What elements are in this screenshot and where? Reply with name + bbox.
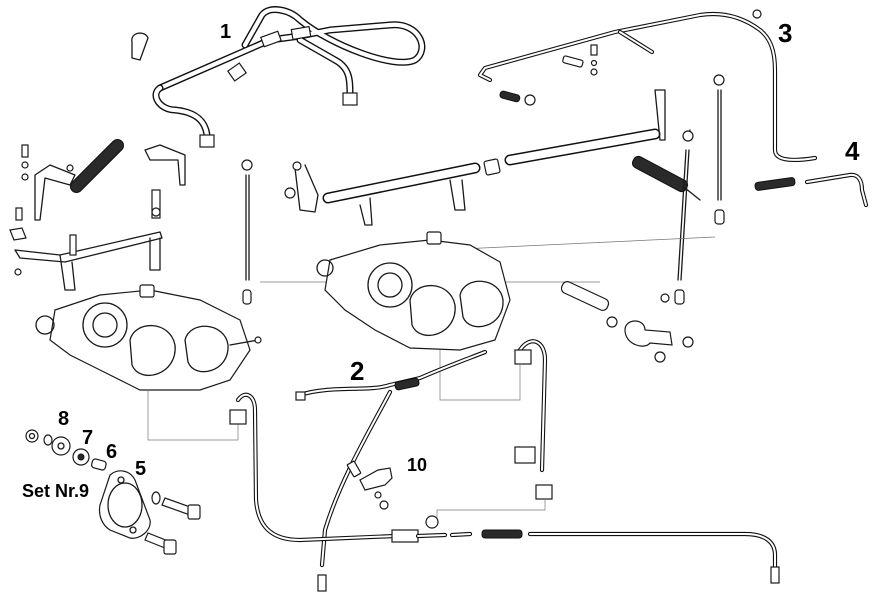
clamp-bracket-10 bbox=[346, 460, 393, 510]
left-carburetor bbox=[35, 284, 262, 441]
callout-5: 5 bbox=[135, 458, 146, 480]
throttle-shaft bbox=[284, 89, 701, 226]
callout-8: 8 bbox=[58, 408, 69, 430]
hose-pipe-4 bbox=[754, 172, 869, 208]
callout-6: 6 bbox=[106, 441, 117, 463]
flange-set bbox=[25, 429, 201, 555]
right-lower-linkage bbox=[560, 281, 694, 363]
fuel-lines-lower bbox=[229, 339, 780, 584]
callout-1: 1 bbox=[220, 21, 231, 43]
callout-4: 4 bbox=[845, 136, 860, 166]
left-linkage bbox=[9, 138, 186, 291]
callout-2: 2 bbox=[350, 356, 364, 386]
fuel-pipe-assembly-1 bbox=[131, 6, 426, 148]
vent-line-3 bbox=[477, 9, 818, 162]
callout-set-9: Set Nr.9 bbox=[22, 481, 89, 501]
callout-10: 10 bbox=[407, 455, 427, 475]
callout-3: 3 bbox=[778, 18, 792, 48]
right-carburetor bbox=[316, 231, 521, 401]
callout-7: 7 bbox=[82, 427, 93, 449]
